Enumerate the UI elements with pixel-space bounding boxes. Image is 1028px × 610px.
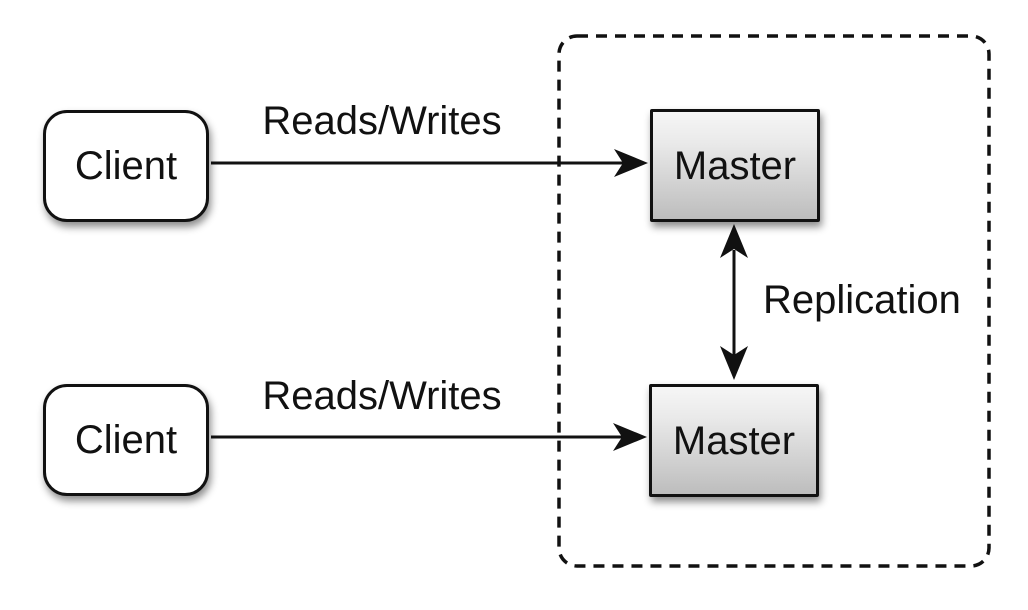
master-node-bottom-label: Master — [672, 418, 796, 463]
client-node-top-label: Client — [74, 144, 178, 188]
replication-label: Replication — [763, 278, 961, 322]
reads-writes-top-arrow — [211, 149, 648, 177]
master-node-top: Master — [650, 109, 820, 222]
arrowhead-up-icon — [720, 224, 748, 258]
arrowhead-down-icon — [720, 346, 748, 380]
replication-arrow — [720, 224, 748, 380]
client-node-top: Client — [43, 110, 209, 222]
reads-writes-bottom-label: Reads/Writes — [262, 374, 502, 418]
master-node-bottom: Master — [649, 384, 819, 497]
client-node-bottom: Client — [43, 384, 209, 496]
master-node-top-label: Master — [673, 143, 797, 188]
client-node-bottom-label: Client — [74, 418, 178, 462]
arrowhead-right-icon — [614, 149, 648, 177]
replication-cluster-dashed-border — [557, 34, 991, 568]
reads-writes-bottom-arrow — [211, 423, 647, 451]
reads-writes-top-label: Reads/Writes — [262, 99, 502, 143]
arrowhead-right-icon — [613, 423, 647, 451]
